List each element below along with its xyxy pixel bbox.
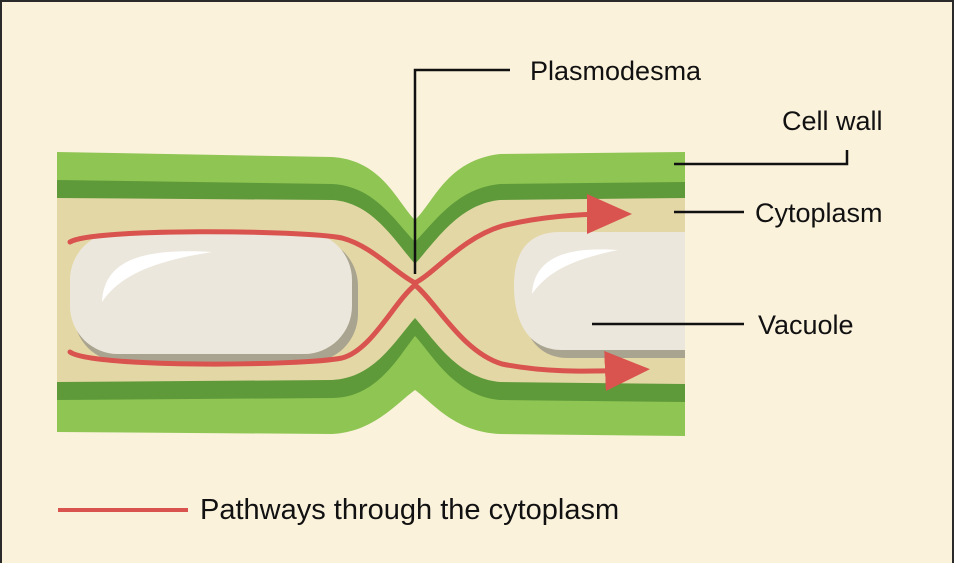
label-vacuole: Vacuole (758, 312, 854, 339)
label-cytoplasm: Cytoplasm (755, 200, 883, 227)
vacuole-left (70, 232, 352, 354)
legend-pathway-label: Pathways through the cytoplasm (200, 496, 619, 525)
leader-cell-wall (674, 150, 847, 164)
label-cell-wall: Cell wall (782, 108, 883, 135)
label-plasmodesma: Plasmodesma (530, 58, 701, 85)
